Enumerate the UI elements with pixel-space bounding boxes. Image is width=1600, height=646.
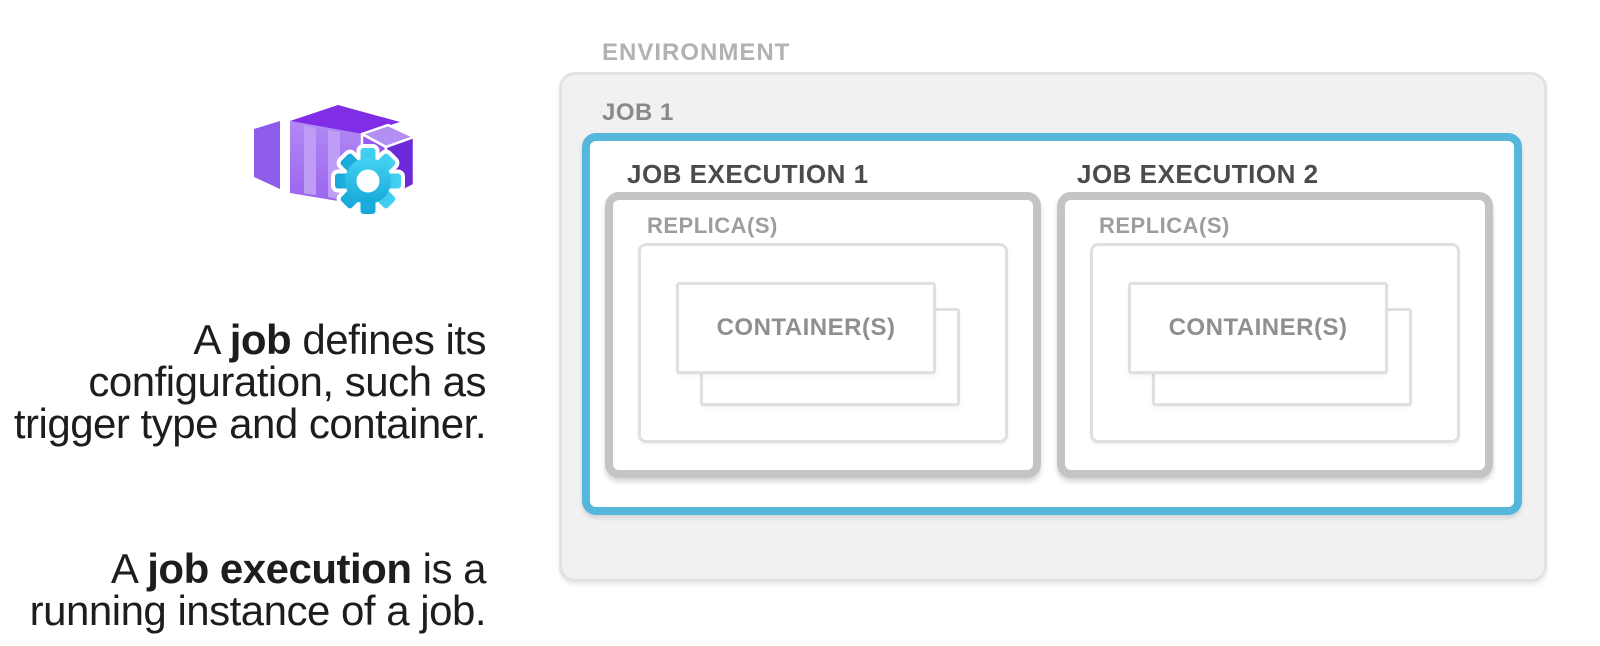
job-execution-paragraph: A job execution is a running instance of… bbox=[29, 545, 487, 634]
environment-label: ENVIRONMENT bbox=[602, 39, 791, 66]
container-label: CONTAINER(S) bbox=[716, 314, 896, 341]
icon-main-box-top bbox=[290, 105, 400, 134]
job-execution-group-1: JOB EXECUTION 1 REPLICA(S) CONTAINER(S) bbox=[605, 161, 1041, 478]
replica-label: REPLICA(S) bbox=[647, 213, 778, 238]
job-label: JOB 1 bbox=[602, 99, 674, 126]
container-front-box: CONTAINER(S) bbox=[1128, 282, 1388, 374]
azure-container-apps-job-icon bbox=[250, 95, 420, 220]
replica-label: REPLICA(S) bbox=[1099, 213, 1230, 238]
job-execution-title: JOB EXECUTION 2 bbox=[1077, 159, 1319, 189]
container-with-gear-icon bbox=[254, 105, 416, 218]
container-front-box: CONTAINER(S) bbox=[676, 282, 936, 374]
icon-stripe bbox=[304, 125, 316, 196]
container-label: CONTAINER(S) bbox=[1168, 314, 1348, 341]
job-execution-title: JOB EXECUTION 1 bbox=[627, 159, 869, 189]
job-definition-paragraph: A job defines its configuration, such as… bbox=[13, 316, 487, 447]
job-execution-group-2: JOB EXECUTION 2 REPLICA(S) CONTAINER(S) bbox=[1057, 161, 1493, 478]
description-text: A job defines its configuration, such as… bbox=[0, 277, 487, 646]
gear-icon bbox=[331, 144, 405, 218]
icon-left-slab bbox=[254, 121, 280, 189]
